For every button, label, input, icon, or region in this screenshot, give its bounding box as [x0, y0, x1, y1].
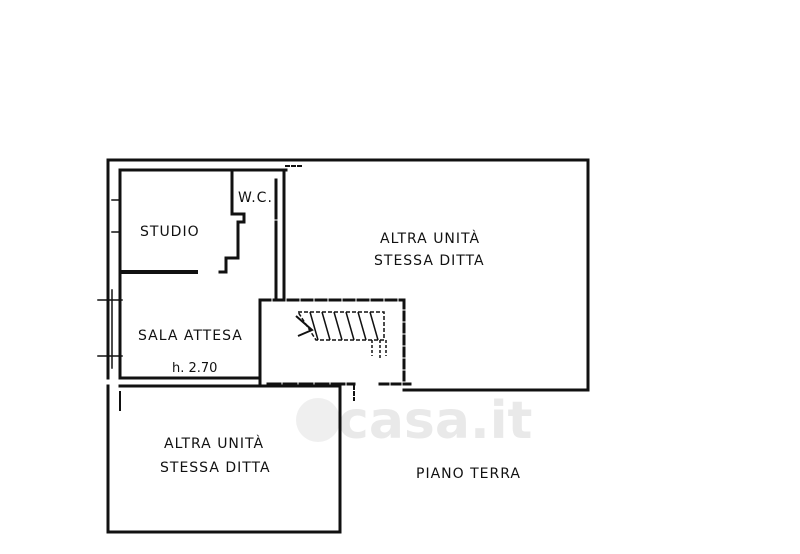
bottom-unit-label-line1: ALTRA UNITÀ [164, 435, 264, 452]
wc-left-wall [218, 168, 246, 274]
watermark: casa.it [296, 391, 532, 451]
staircase [295, 311, 387, 358]
stair-arrow [295, 315, 314, 337]
floor-label: PIANO TERRA [416, 466, 521, 482]
left-window-top [111, 199, 119, 233]
stair-landing [371, 340, 387, 358]
sala-attesa-label: SALA ATTESA [138, 328, 243, 344]
wc-label: W.C. [238, 190, 273, 206]
stair-treads [309, 311, 379, 341]
watermark-text: casa.it [338, 391, 532, 451]
bottom-unit-label-line2: STESSA DITTA [160, 460, 271, 476]
left-door-marks [97, 299, 123, 357]
right-unit-label-line1: ALTRA UNITÀ [380, 230, 480, 247]
walls [97, 158, 590, 534]
right-unit-label-line2: STESSA DITTA [374, 253, 485, 269]
watermark-logo-icon [296, 398, 340, 442]
studio-label: STUDIO [140, 224, 200, 240]
ceiling-height-label: h. 2.70 [172, 361, 217, 376]
